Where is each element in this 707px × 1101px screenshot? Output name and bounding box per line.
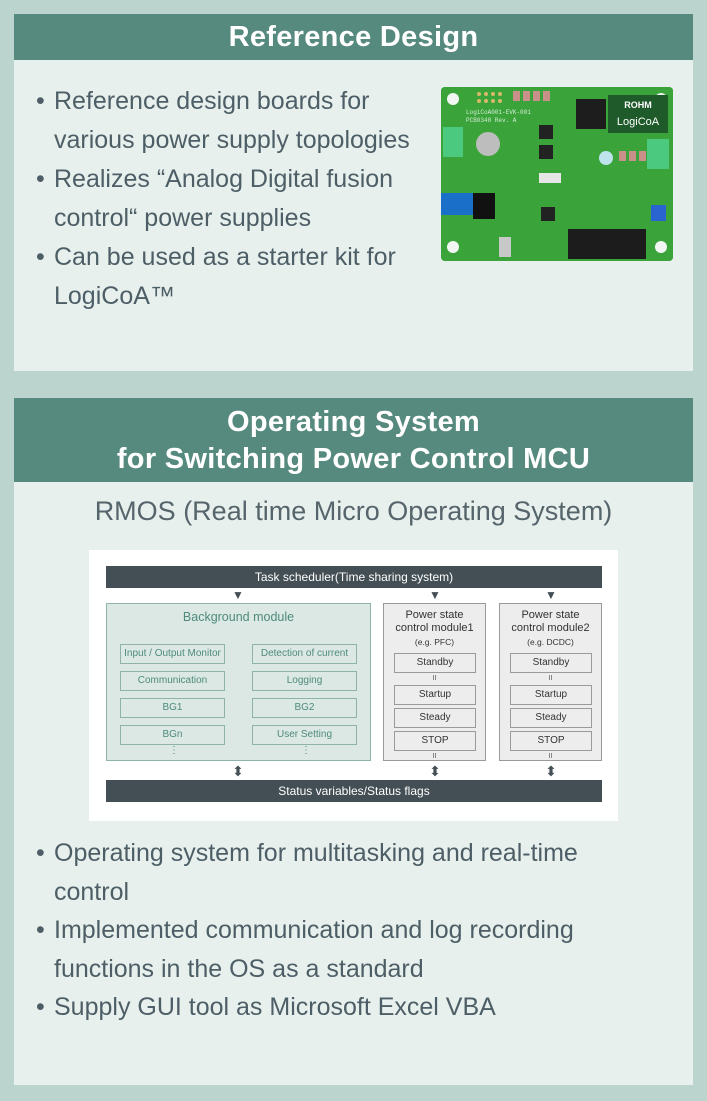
bullet-text: Implemented communication and log record… [54, 916, 574, 944]
bullet-icon: • [36, 165, 45, 193]
ellipsis-icon: ⋮ [301, 745, 311, 756]
task-scheduler-bar: Task scheduler(Time sharing system) [106, 566, 602, 588]
reference-design-title: Reference Design [228, 21, 479, 53]
background-module: Background module Input / Output Monitor… [106, 603, 371, 761]
state-stop: STOP [394, 731, 476, 751]
operating-system-title-line1: Operating System [227, 406, 480, 438]
pcb-board-illustration: ROHM LogiCoA LogiCoA001-EVK-001 PCB0348 … [441, 87, 673, 261]
bullet-icon: • [36, 839, 45, 867]
bullet-item: • Reference design boards for various po… [32, 82, 432, 160]
reference-design-bullets: • Reference design boards for various po… [32, 82, 432, 316]
power-module-example: (e.g. PFC) [414, 637, 455, 647]
bg-item-user-setting: User Setting [252, 725, 357, 745]
bg-item-bg2: BG2 [252, 698, 357, 718]
down-arrow-icon: ▼ [429, 588, 441, 602]
bg-item-detection-of-current: Detection of current [252, 644, 357, 664]
updown-arrow-icon: ⬍ [232, 763, 244, 779]
power-state-module-2: Power state control module2 (e.g. DCDC) … [499, 603, 602, 761]
transition-icon: II [548, 675, 553, 682]
reference-design-panel: Reference Design • Reference design boar… [14, 14, 693, 371]
bullet-icon: • [36, 993, 45, 1021]
state-standby: Standby [394, 653, 476, 673]
pcb-board-image: ROHM LogiCoA LogiCoA001-EVK-001 PCB0348 … [441, 87, 673, 261]
board-silkscreen-2: PCB0348 Rev. A [466, 117, 517, 124]
state-stop: STOP [510, 731, 592, 751]
bullet-item: • Operating system for multitasking and … [32, 834, 672, 911]
power-module-title: Power state control module2 [500, 609, 601, 635]
state-steady: Steady [510, 708, 592, 728]
power-module-title: Power state control module1 [384, 609, 485, 635]
down-arrow-icon: ▼ [232, 588, 244, 602]
bullet-text: various power supply topologies [54, 126, 410, 154]
down-arrow-icon: ▼ [545, 588, 557, 602]
bullet-text: Can be used as a starter kit for [54, 243, 396, 271]
operating-system-title-line2: for Switching Power Control MCU [116, 443, 591, 475]
board-silkscreen-1: LogiCoA001-EVK-001 [466, 109, 531, 116]
bullet-text: control [54, 877, 130, 906]
operating-system-header: Operating System for Switching Power Con… [14, 398, 693, 482]
power-module-title-line2: control module2 [511, 622, 590, 634]
bullet-text: Supply GUI tool as Microsoft Excel VBA [54, 993, 496, 1021]
ellipsis-icon: ⋮ [169, 745, 179, 756]
bullet-text: functions in the OS as a standard [54, 954, 424, 983]
bg-item-bg1: BG1 [120, 698, 225, 718]
power-state-module-1: Power state control module1 (e.g. PFC) S… [383, 603, 486, 761]
bullet-text: Reference design boards for [54, 87, 370, 115]
operating-system-bullets: • Operating system for multitasking and … [32, 834, 672, 1027]
bullet-text: Operating system for multitasking and re… [54, 839, 578, 867]
transition-icon: II [548, 753, 553, 760]
bullet-item: • Implemented communication and log reco… [32, 911, 672, 988]
bullet-item: • Realizes “Analog Digital fusion contro… [32, 160, 432, 238]
power-module-example: (e.g. DCDC) [527, 637, 574, 647]
background-module-title: Background module [182, 610, 295, 624]
power-module-title-line2: control module1 [395, 622, 474, 634]
bg-item-input-output-monitor: Input / Output Monitor [120, 644, 225, 664]
bullet-icon: • [36, 243, 45, 271]
operating-system-panel: Operating System for Switching Power Con… [14, 398, 693, 1085]
os-subtitle: RMOS (Real time Micro Operating System) [94, 496, 613, 526]
updown-arrow-icon: ⬍ [429, 763, 441, 779]
bullet-text: control“ power supplies [54, 204, 312, 232]
bullet-item: • Supply GUI tool as Microsoft Excel VBA [32, 988, 672, 1027]
bullet-text: LogiCoA™ [54, 282, 175, 310]
status-variables-bar: Status variables/Status flags [106, 780, 602, 802]
power-module-title-line1: Power state [405, 609, 464, 621]
bg-item-communication: Communication [120, 671, 225, 691]
power-module-title-line1: Power state [521, 609, 580, 621]
state-steady: Steady [394, 708, 476, 728]
board-brand-text: ROHM [624, 100, 652, 110]
state-startup: Startup [510, 685, 592, 705]
board-product-text: LogiCoA [617, 116, 660, 128]
state-standby: Standby [510, 653, 592, 673]
bullet-icon: • [36, 916, 45, 944]
bg-item-bgn: BGn [120, 725, 225, 745]
transition-icon: II [432, 753, 437, 760]
transition-icon: II [432, 675, 437, 682]
bullet-item: • Can be used as a starter kit for LogiC… [32, 238, 432, 316]
reference-design-header: Reference Design [14, 14, 693, 60]
bullet-icon: • [36, 87, 45, 115]
rmos-architecture-diagram: Task scheduler(Time sharing system) ▼ ▼ … [89, 550, 618, 821]
bullet-text: Realizes “Analog Digital fusion [54, 165, 394, 193]
updown-arrow-icon: ⬍ [545, 763, 557, 779]
bg-item-logging: Logging [252, 671, 357, 691]
state-startup: Startup [394, 685, 476, 705]
